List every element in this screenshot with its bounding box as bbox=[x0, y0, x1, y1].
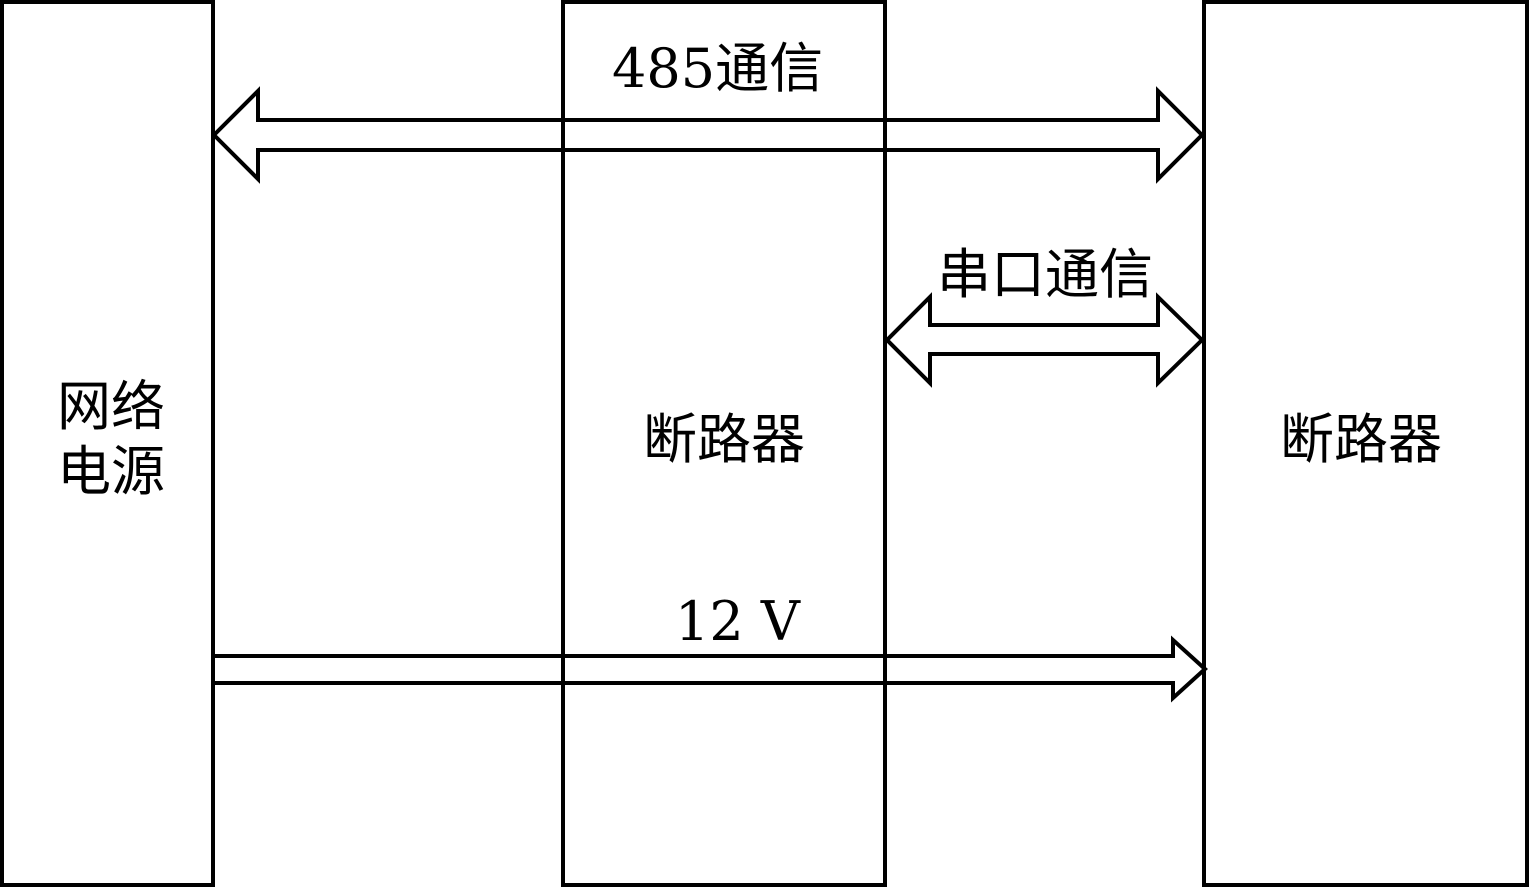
breaker-middle-label: 断路器 bbox=[643, 408, 805, 471]
breaker-right-block bbox=[1202, 0, 1529, 887]
serial-double-arrow bbox=[884, 292, 1205, 388]
network-power-label-line1: 网络 bbox=[57, 375, 165, 438]
power-12v-label: 12 V bbox=[675, 590, 801, 653]
breaker-right-label: 断路器 bbox=[1280, 408, 1442, 471]
serial-label: 串口通信 bbox=[937, 243, 1153, 306]
network-power-label-line2: 电源 bbox=[57, 440, 165, 503]
rs485-double-arrow bbox=[211, 86, 1205, 184]
rs485-label: 485通信 bbox=[612, 37, 823, 100]
power-12v-arrow bbox=[213, 635, 1208, 703]
network-power-block bbox=[0, 0, 215, 887]
